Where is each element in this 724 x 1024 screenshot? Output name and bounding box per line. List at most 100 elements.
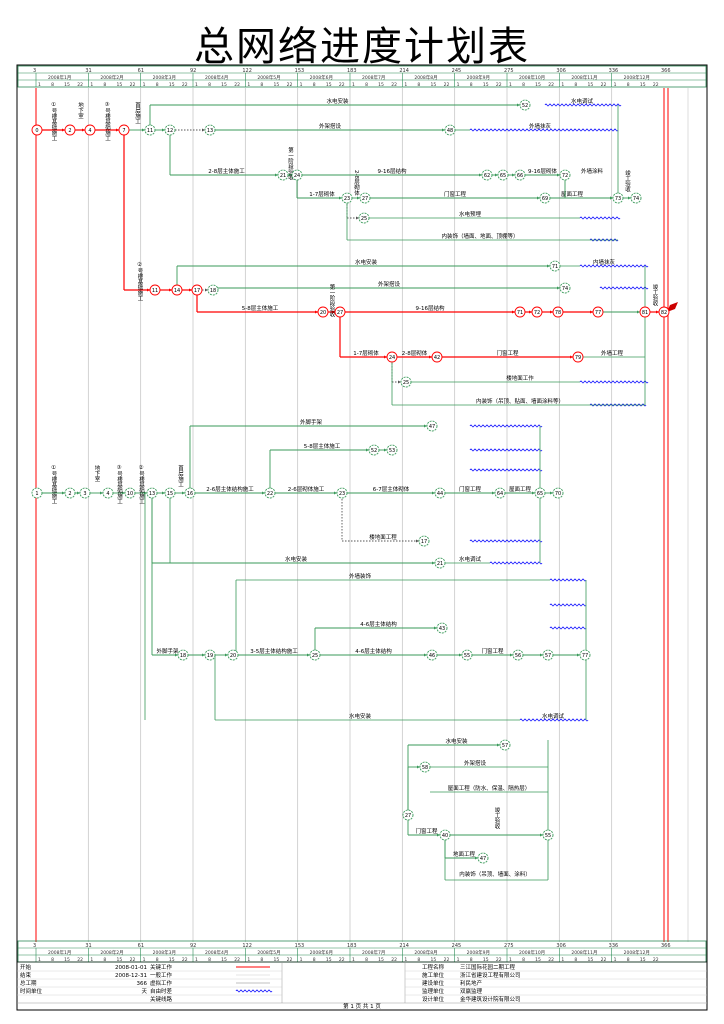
timeline-date: 1 [561, 82, 564, 88]
timeline-day: 3 [33, 943, 36, 949]
network-node [592, 306, 604, 318]
timeline-date: 22 [601, 82, 607, 88]
timeline-date: 22 [234, 82, 240, 88]
network-node [514, 306, 526, 318]
timeline-date: 8 [417, 957, 420, 963]
network-node [481, 169, 493, 181]
activity-label: 内装饰（墙面、地面、顶棚等） [441, 232, 518, 240]
arrowhead-icon [225, 653, 228, 657]
arrowhead-icon [275, 173, 278, 177]
free-float-wave [519, 718, 589, 722]
network-node [309, 649, 321, 661]
timeline-month: 2008年4月 [205, 74, 228, 81]
arrowhead-icon [424, 424, 427, 428]
timeline-date: 1 [509, 82, 512, 88]
activity-label: 门窗工程 [444, 190, 467, 198]
network-node [519, 99, 531, 111]
arrowhead-icon [434, 626, 437, 630]
page-footer: 第 1 页 共 1 页 [343, 1002, 381, 1010]
activity-label: 水电安装 [355, 258, 378, 266]
timeline-date: 8 [470, 82, 473, 88]
timeline-date: 8 [103, 82, 106, 88]
node-number: 11 [152, 288, 158, 294]
activity-label: 水电调试 [571, 97, 594, 105]
arrowhead-icon [77, 491, 80, 495]
node-number: 18 [180, 653, 186, 659]
activity-label: 外墙抹灰 [529, 122, 552, 130]
arrowhead-icon [356, 216, 359, 220]
node-number: 55 [545, 833, 551, 839]
arrowhead-icon [459, 653, 462, 657]
node-number: 7 [122, 128, 125, 134]
node-number: 12 [167, 128, 173, 134]
network-node [419, 761, 431, 773]
timeline-day: 366 [661, 68, 671, 74]
timeline-day: 336 [609, 68, 619, 74]
timeline-date: 1 [404, 82, 407, 88]
node-number: 22 [267, 491, 273, 497]
timeline-month: 2008年11月 [571, 949, 597, 956]
activity-label: ①号楼基础施工 [51, 465, 58, 504]
timeline-day: 122 [242, 68, 252, 74]
node-number: 47 [429, 424, 435, 430]
activity-label: 2-6层主体结构施工 [206, 485, 254, 493]
legend-label: 关键线路 [150, 995, 173, 1003]
timeline-date: 8 [627, 957, 630, 963]
timeline-date: 1 [352, 82, 355, 88]
arrowhead-icon [122, 491, 125, 495]
node-number: 24 [389, 355, 395, 361]
arrowhead-icon [517, 103, 520, 107]
activity-label: 地下室 [94, 464, 101, 482]
network-node [31, 124, 43, 136]
node-number: 1 [35, 491, 38, 497]
activity-label: 门窗工程 [481, 647, 504, 655]
network-node [227, 649, 239, 661]
activity-label: 4-6层主体结构 [360, 620, 397, 628]
activity-label: 外架搭设 [464, 759, 487, 767]
free-float-wave [579, 264, 649, 268]
arrowhead-icon [100, 491, 103, 495]
activity-label: 外架搭设 [319, 122, 342, 130]
timeline-date: 1 [247, 957, 250, 963]
activity-label: 内墙抹灰 [593, 258, 616, 266]
timeline-date: 1 [38, 957, 41, 963]
free-float-wave [489, 561, 543, 565]
network-node [579, 649, 591, 661]
activity-label: 4-6层主体结构 [355, 647, 392, 655]
activity-label: 楼地面工程 [369, 533, 397, 541]
timeline-month: 2008年5月 [257, 949, 280, 956]
arrowhead-icon [529, 310, 532, 314]
timeline-date: 8 [260, 82, 263, 88]
node-number: 58 [422, 765, 428, 771]
node-number: 65 [500, 173, 506, 179]
network-node [64, 124, 76, 136]
node-number: 74 [562, 286, 568, 292]
schedule-label: 结束 [20, 971, 32, 979]
timeline-date: 8 [470, 957, 473, 963]
timeline-date: 15 [169, 82, 175, 88]
network-node [79, 487, 91, 499]
network-node [84, 124, 96, 136]
network-node [559, 169, 571, 181]
timeline-date: 1 [247, 82, 250, 88]
network-node [512, 649, 524, 661]
network-node [359, 192, 371, 204]
arrowhead-icon [432, 491, 435, 495]
network-node [539, 192, 551, 204]
arrowhead-icon [417, 765, 420, 769]
timeline-date: 8 [522, 957, 525, 963]
arrowhead-icon [590, 310, 593, 314]
activity-label: 外墙装饰 [349, 572, 372, 580]
project-value: 利民地产 [460, 979, 483, 987]
arrowhead-icon [437, 833, 440, 837]
arrowhead-icon [432, 561, 435, 565]
node-number: 72 [562, 173, 568, 179]
node-number: 40 [442, 833, 448, 839]
node-number: 23 [344, 196, 350, 202]
node-number: 48 [447, 128, 453, 134]
free-float-wave [469, 468, 543, 472]
network-node [291, 169, 303, 181]
activity-label: 内装饰（吊顶、贴面、墙面涂料等） [476, 397, 564, 405]
timeline-date: 22 [496, 82, 502, 88]
